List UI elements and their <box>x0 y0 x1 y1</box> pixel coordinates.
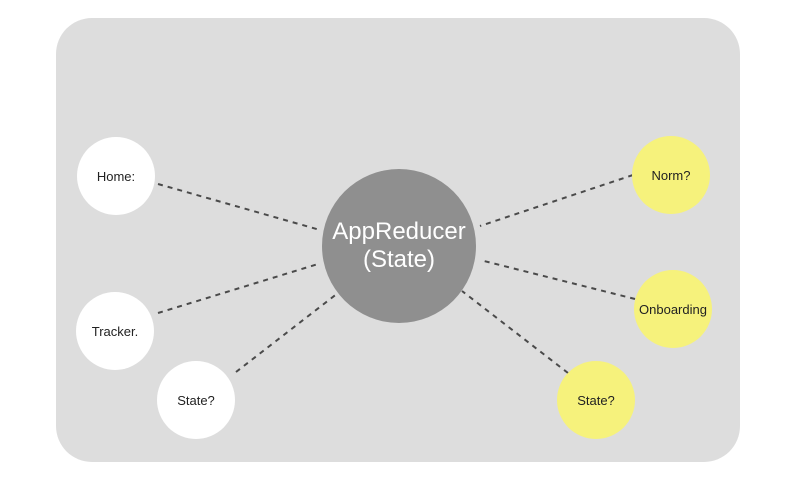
node-home: Home: <box>77 137 155 215</box>
node-home-label: Home: <box>96 168 136 184</box>
node-tracker-label: Tracker. <box>91 323 139 339</box>
edge-tracker <box>157 263 319 314</box>
node-state-left: State? <box>157 361 235 439</box>
edge-norm <box>479 174 634 227</box>
edge-state-left <box>235 292 339 373</box>
node-state-right: State? <box>557 361 635 439</box>
edge-state-right <box>461 290 569 374</box>
center-node-subtitle: (State) <box>362 246 436 273</box>
node-norm-label: Norm? <box>651 167 691 183</box>
center-node-appreducer: AppReducer (State) <box>322 169 476 323</box>
node-state-left-label: State? <box>177 392 215 408</box>
edge-home <box>157 183 321 231</box>
node-norm: Norm? <box>632 136 710 214</box>
node-onboarding: Onboarding <box>634 270 712 348</box>
node-tracker: Tracker. <box>76 292 154 370</box>
node-onboarding-label: Onboarding <box>639 301 707 317</box>
edge-onboarding <box>479 259 636 300</box>
node-state-right-label: State? <box>577 392 615 408</box>
center-node-title: AppReducer <box>332 218 466 245</box>
